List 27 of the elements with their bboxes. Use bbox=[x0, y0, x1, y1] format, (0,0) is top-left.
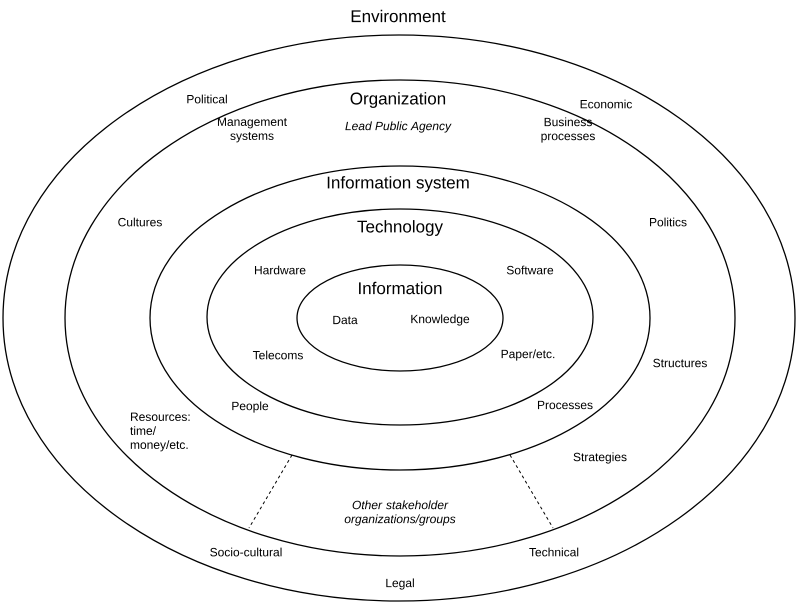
factor-label: Legal bbox=[386, 578, 414, 590]
factor-label: Cultures bbox=[118, 218, 162, 226]
factor-label: Strategies bbox=[574, 452, 627, 464]
factor-label: Business processes bbox=[541, 117, 595, 143]
factor-label: Politics bbox=[650, 218, 687, 226]
factor-label: Management systems bbox=[218, 118, 287, 142]
component-label: People bbox=[232, 401, 268, 413]
heading: Information system bbox=[328, 176, 469, 192]
component-label: Telecoms bbox=[252, 350, 303, 360]
factor-label: Economic bbox=[580, 100, 632, 108]
component-label: Hardware bbox=[254, 266, 306, 274]
factor-label: Socio-cultural bbox=[210, 548, 282, 556]
component-label: Knowledge bbox=[411, 314, 470, 326]
factor-label: Resources: time/ money/etc. bbox=[130, 412, 190, 452]
component-label: Processes bbox=[538, 400, 593, 410]
factor-label: Structures bbox=[653, 358, 707, 368]
factor-label: Technical bbox=[529, 548, 578, 556]
component-label: Paper/etc. bbox=[502, 349, 554, 361]
heading: Information bbox=[359, 282, 442, 294]
component-label: Software bbox=[506, 266, 554, 274]
heading: Environment bbox=[352, 10, 446, 22]
heading: Technology bbox=[357, 220, 443, 236]
factor-label: Political bbox=[187, 94, 227, 104]
segment-label: Other stakeholder organizations/groups bbox=[344, 500, 456, 526]
component-label: Data bbox=[333, 316, 358, 324]
subheading: Lead Public Agency bbox=[345, 121, 452, 133]
heading: Organization bbox=[350, 92, 446, 108]
